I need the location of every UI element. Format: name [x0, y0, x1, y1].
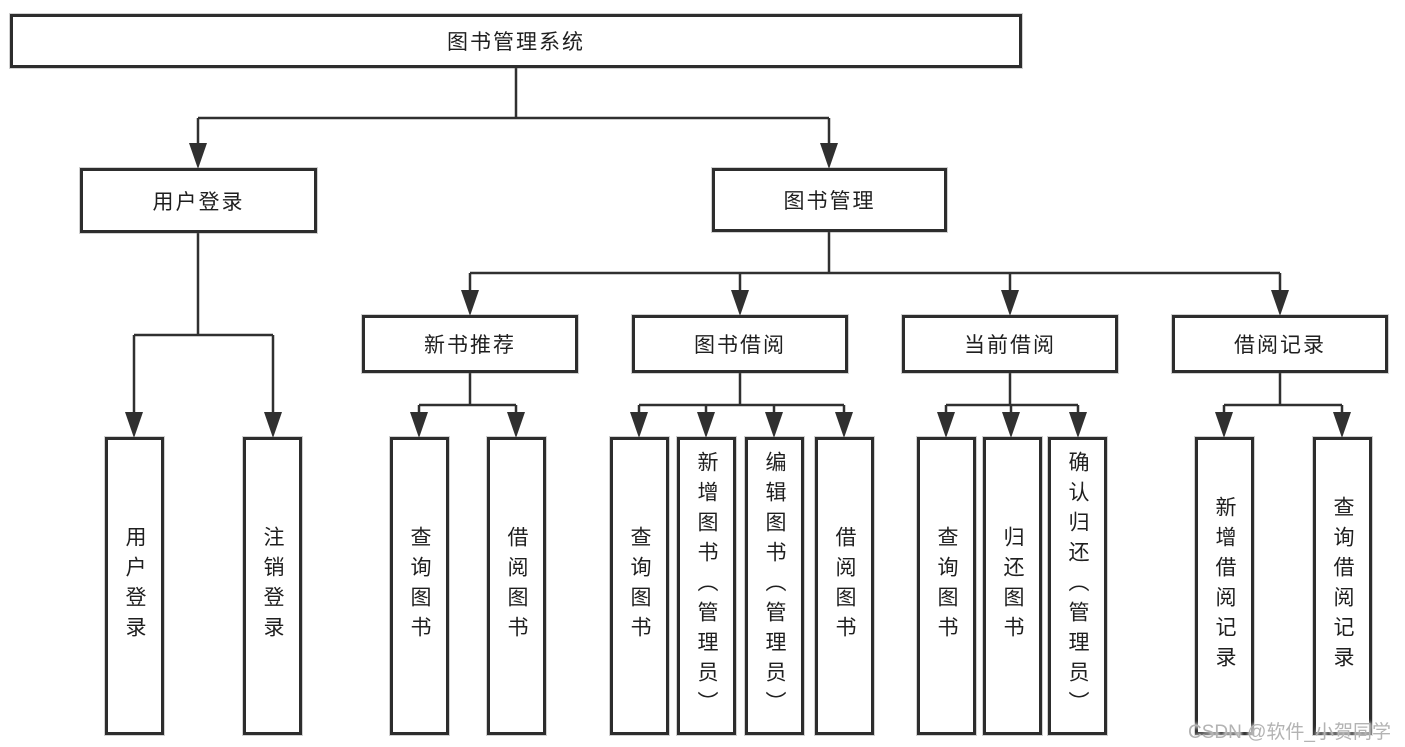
- leaf-borrow-books-newbook: 借阅图书: [487, 437, 546, 735]
- leaf-label: 用户登录: [123, 526, 146, 646]
- leaf-label: 归还图书: [1001, 526, 1024, 646]
- leaf-add-borrow-record: 新增借阅记录: [1195, 437, 1254, 735]
- leaf-label: 查询图书: [628, 526, 651, 646]
- leaf-edit-books-admin: 编辑图书（管理员）: [745, 437, 804, 735]
- leaf-label: 查询图书: [408, 526, 431, 646]
- leaf-label: 编辑图书（管理员）: [763, 451, 786, 721]
- leaf-label: 借阅图书: [833, 526, 856, 646]
- leaf-add-books-admin: 新增图书（管理员）: [677, 437, 736, 735]
- node-borrowing-records: 借阅记录: [1172, 315, 1388, 373]
- leaf-query-books-borrow: 查询图书: [610, 437, 669, 735]
- node-library-management-system: 图书管理系统: [10, 14, 1022, 68]
- node-current-borrowing: 当前借阅: [902, 315, 1118, 373]
- leaf-query-borrow-record: 查询借阅记录: [1313, 437, 1372, 735]
- node-new-book-recommendation: 新书推荐: [362, 315, 578, 373]
- leaf-logout: 注销登录: [243, 437, 302, 735]
- leaf-label: 确认归还（管理员）: [1066, 451, 1089, 721]
- node-user-login: 用户登录: [80, 168, 317, 233]
- leaf-label: 新增借阅记录: [1213, 496, 1236, 676]
- leaf-borrow-books: 借阅图书: [815, 437, 874, 735]
- node-book-borrowing: 图书借阅: [632, 315, 848, 373]
- leaf-label: 新增图书（管理员）: [695, 451, 718, 721]
- leaf-query-books-newbook: 查询图书: [390, 437, 449, 735]
- leaf-query-books-current: 查询图书: [917, 437, 976, 735]
- node-book-management: 图书管理: [712, 168, 947, 232]
- leaf-label: 借阅图书: [505, 526, 528, 646]
- csdn-watermark: CSDN @软件_小贺同学: [1188, 722, 1391, 743]
- leaf-label: 注销登录: [261, 526, 284, 646]
- leaf-return-books: 归还图书: [983, 437, 1042, 735]
- leaf-label: 查询借阅记录: [1331, 496, 1354, 676]
- leaf-confirm-return-admin: 确认归还（管理员）: [1048, 437, 1107, 735]
- leaf-user-login: 用户登录: [105, 437, 164, 735]
- leaf-label: 查询图书: [935, 526, 958, 646]
